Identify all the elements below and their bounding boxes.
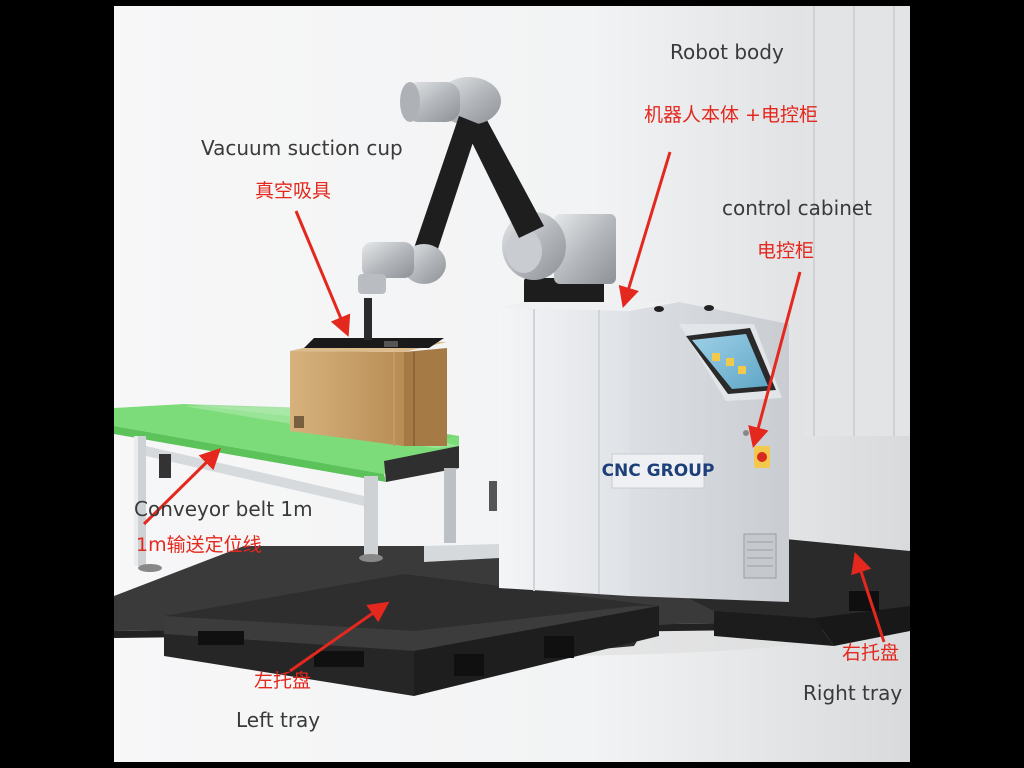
robot-body-label-en: Robot body bbox=[670, 40, 784, 64]
left-tray-label-zh: 左托盘 bbox=[254, 670, 312, 692]
annotation-arrows bbox=[142, 151, 886, 673]
arrow-conveyor bbox=[142, 448, 221, 526]
arrow-left-tray bbox=[289, 601, 390, 673]
arrow-robot-body bbox=[618, 151, 672, 309]
palletizer-illustration: CNC GROUP bbox=[114, 6, 910, 762]
cabinet-label-en: control cabinet bbox=[722, 196, 873, 220]
cnc-group-logo: CNC GROUP bbox=[602, 461, 715, 481]
arrow-suction-cup bbox=[294, 210, 351, 337]
right-tray-label-zh: 右托盘 bbox=[842, 642, 900, 664]
left-tray-label-en: Left tray bbox=[236, 708, 321, 732]
cardboard-box bbox=[290, 341, 447, 446]
cabinet-label-zh: 电控柜 bbox=[757, 240, 815, 262]
arrow-control-cabinet bbox=[748, 271, 802, 449]
robot-arm bbox=[358, 77, 616, 308]
suction-label-zh: 真空吸具 bbox=[255, 180, 332, 202]
arrow-right-tray bbox=[851, 552, 886, 643]
suction-label-en: Vacuum suction cup bbox=[201, 136, 403, 160]
diagram-frame: CNC GROUP Robot body 机器人本体 +电控柜 Vacuum s… bbox=[114, 6, 910, 762]
robot-body-label-zh: 机器人本体 +电控柜 bbox=[644, 104, 818, 126]
left-tray-pallet bbox=[164, 574, 659, 696]
vacuum-suction-cup bbox=[304, 298, 444, 348]
conveyor-label-zh: 1m输送定位线 bbox=[136, 534, 262, 556]
conveyor-label-en: Conveyor belt 1m bbox=[134, 497, 313, 521]
control-cabinet: CNC GROUP bbox=[424, 302, 789, 602]
right-tray-label-en: Right tray bbox=[803, 681, 903, 705]
